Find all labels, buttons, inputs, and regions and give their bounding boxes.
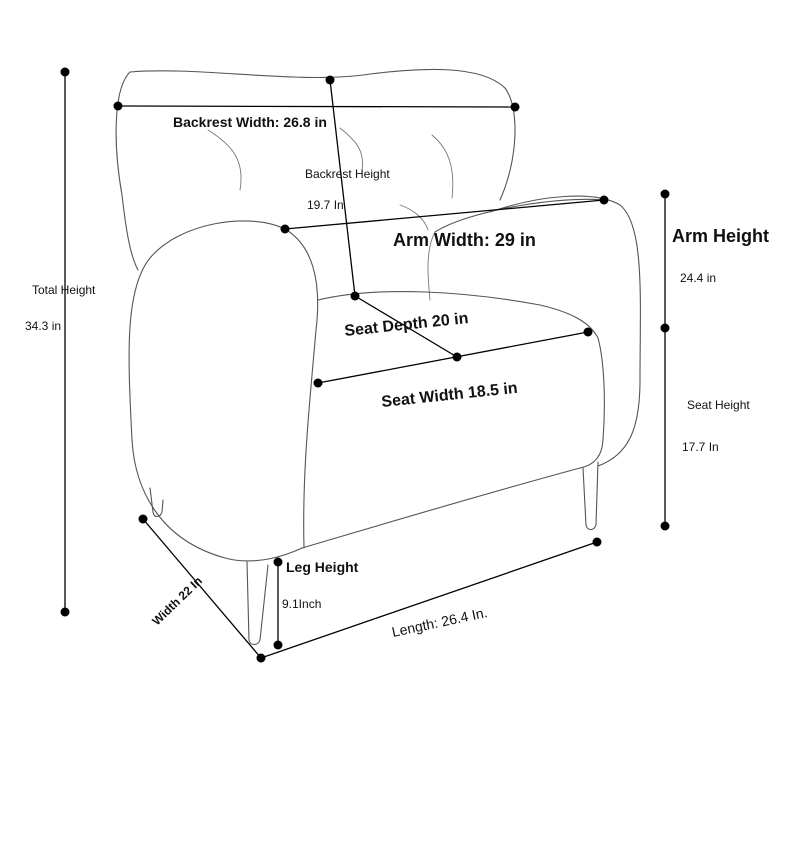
arm-height-title: Arm Height xyxy=(672,226,769,246)
total-height-value: 34.3 in xyxy=(25,319,61,333)
arm-height-top-dot xyxy=(660,189,670,199)
backrest-width-label: Backrest Width: 26.8 in xyxy=(173,114,327,130)
front-right-leg xyxy=(582,461,599,531)
seat-outline xyxy=(317,291,605,469)
leg-height-title: Leg Height xyxy=(286,559,359,575)
seat-width-right-dot xyxy=(583,327,593,337)
width-top-dot xyxy=(138,514,148,524)
arm-width-label: Arm Width: 29 in xyxy=(393,230,536,250)
arm-height-mid-dot xyxy=(660,323,670,333)
seat-front xyxy=(301,467,581,549)
backrest-tuft-low xyxy=(399,204,429,231)
length-line xyxy=(260,541,598,659)
backrest-width-right-dot xyxy=(510,102,520,112)
width-line xyxy=(142,518,262,659)
leg-height-value: 9.1Inch xyxy=(282,597,321,611)
length-label: Length: 26.4 In. xyxy=(390,604,489,640)
width-label: Width 22 In xyxy=(149,574,205,628)
front-left-leg xyxy=(246,561,269,646)
length-right-dot xyxy=(592,537,602,547)
armchair-drawing xyxy=(115,68,641,646)
backrest-width-left-dot xyxy=(113,101,123,111)
backrest-height-top-dot xyxy=(325,75,335,85)
backrest-tuft-right xyxy=(431,134,454,199)
backrest-outline xyxy=(115,68,516,271)
arm-width-line xyxy=(284,199,605,230)
dimension-lines xyxy=(60,67,670,663)
right-arm-outline xyxy=(434,195,641,467)
arm-width-left-dot xyxy=(280,224,290,234)
total-height-bottom-dot xyxy=(60,607,70,617)
backrest-tuft-mid xyxy=(339,127,363,171)
total-height-top-dot xyxy=(60,67,70,77)
seat-height-title: Seat Height xyxy=(687,398,750,412)
leg-height-top-dot xyxy=(273,557,283,567)
left-arm-outline xyxy=(128,220,319,562)
backrest-height-line xyxy=(329,79,356,297)
seat-depth-line xyxy=(354,295,458,358)
arm-width-right-dot xyxy=(599,195,609,205)
backrest-width-line xyxy=(117,105,516,108)
backrest-height-value: 19.7 In xyxy=(307,198,344,212)
backrest-tuft-left xyxy=(207,129,242,191)
length-corner-dot xyxy=(256,653,266,663)
seat-width-line xyxy=(317,331,589,384)
arm-height-value: 24.4 in xyxy=(680,271,716,285)
seat-height-value: 17.7 In xyxy=(682,440,719,454)
right-arm-inner xyxy=(427,231,436,301)
seat-width-label: Seat Width 18.5 in xyxy=(381,380,519,411)
seat-width-left-dot xyxy=(313,378,323,388)
seat-depth-label: Seat Depth 20 in xyxy=(344,310,470,340)
leg-height-bottom-dot xyxy=(273,640,283,650)
backrest-height-title: Backrest Height xyxy=(305,167,390,181)
back-left-leg xyxy=(149,487,164,518)
seat-height-bottom-dot xyxy=(660,521,670,531)
total-height-title: Total Height xyxy=(32,283,96,297)
dimension-labels: Backrest Width: 26.8 in Backrest Height … xyxy=(25,114,769,640)
